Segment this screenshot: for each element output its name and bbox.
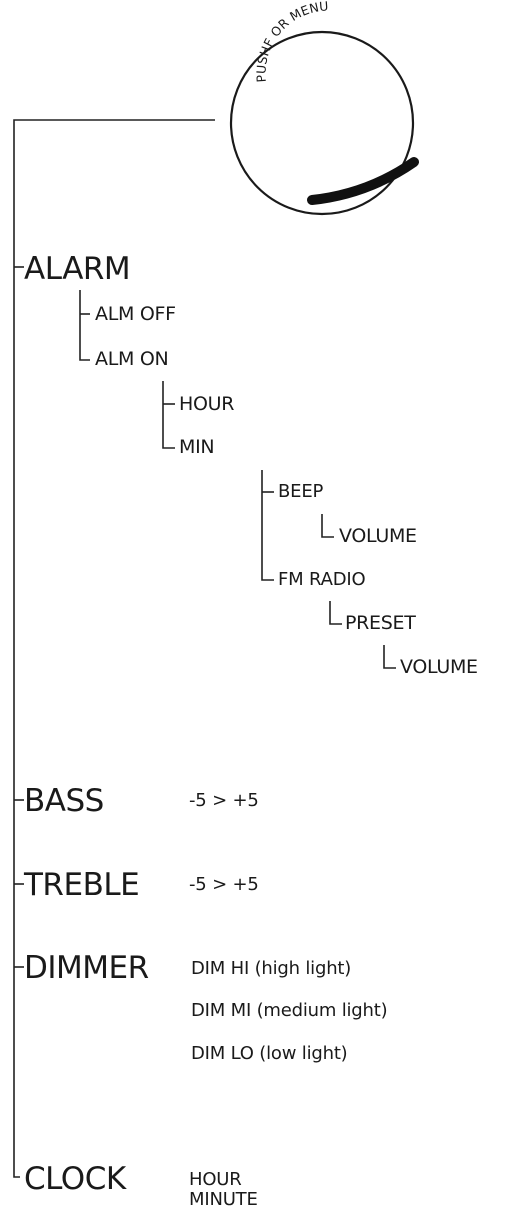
beep-label: BEEP [278,481,324,502]
main-trunk-line [13,119,215,1178]
dimmer-option: DIM HI (high light) [191,958,352,979]
fm-radio-label: FM RADIO [278,569,366,590]
fm-preset-line [329,601,342,625]
menu-clock-label: CLOCK [24,1161,126,1197]
alarm-hour-label: HOUR [179,393,235,415]
preset-label: PRESET [345,612,416,634]
knob-circle [229,30,415,216]
menu-bass-label: BASS [24,783,104,819]
alarm-min-label: MIN [179,436,215,458]
clock-option-hour: HOUR [189,1169,242,1190]
menu-alarm-label: ALARM [24,251,131,287]
clock-option-minute: MINUTE [189,1189,258,1210]
menu-dimmer-label: DIMMER [24,950,149,986]
alm-on-label: ALM ON [95,348,169,370]
menu-treble-label: TREBLE [24,867,140,903]
min-sub-line [261,470,274,581]
alarm-sub-line [79,290,90,361]
bass-range-value: -5 > +5 [189,790,259,811]
beep-volume-label: VOLUME [339,525,417,547]
preset-volume-label: VOLUME [400,656,478,678]
knob-indicator-icon [307,157,419,205]
dimmer-option: DIM LO (low light) [191,1043,348,1064]
almon-sub-line [162,381,175,449]
beep-volume-line [321,514,334,538]
dimmer-option: DIM MI (medium light) [191,1000,388,1021]
menu-knob[interactable]: PUSHF OR MENU [229,0,419,216]
treble-range-value: -5 > +5 [189,874,259,895]
preset-volume-line [383,645,396,669]
alm-off-label: ALM OFF [95,303,176,325]
